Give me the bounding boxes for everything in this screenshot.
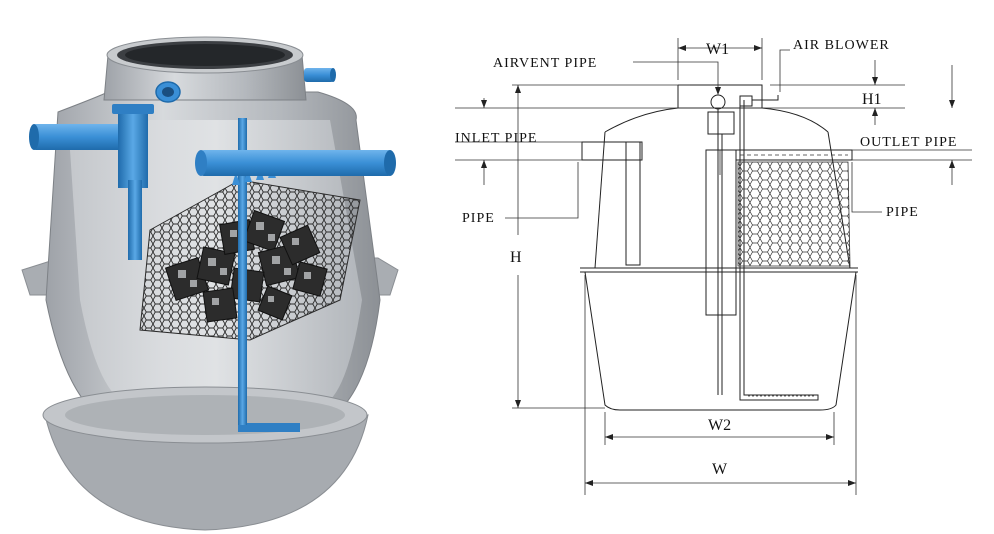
tank-technical-drawing: W1 H1 H W2 xyxy=(455,38,972,495)
dimension-h1-label: H1 xyxy=(862,91,882,108)
dimension-w2: W2 xyxy=(604,412,835,445)
tank-3d-render xyxy=(21,36,399,531)
dimension-w1-label: W1 xyxy=(706,41,729,58)
dimension-h-label: H xyxy=(510,249,522,266)
dimension-h1: H1 xyxy=(455,60,905,125)
air-blower-label: AIR BLOWER xyxy=(793,38,890,53)
dimension-h: H xyxy=(510,84,690,409)
pipe-right-label: PIPE xyxy=(886,205,919,220)
outlet-pipe-label: OUTLET PIPE xyxy=(860,135,957,150)
inlet-pipe-label: INLET PIPE xyxy=(455,131,537,146)
pipe-left-label: PIPE xyxy=(462,211,495,226)
dimension-w-label: W xyxy=(712,461,728,478)
airvent-pipe-label: AIRVENT PIPE xyxy=(493,56,597,71)
dimension-w: W xyxy=(584,275,857,495)
dimension-w2-label: W2 xyxy=(708,417,731,434)
dimension-w1: W1 xyxy=(677,38,763,80)
